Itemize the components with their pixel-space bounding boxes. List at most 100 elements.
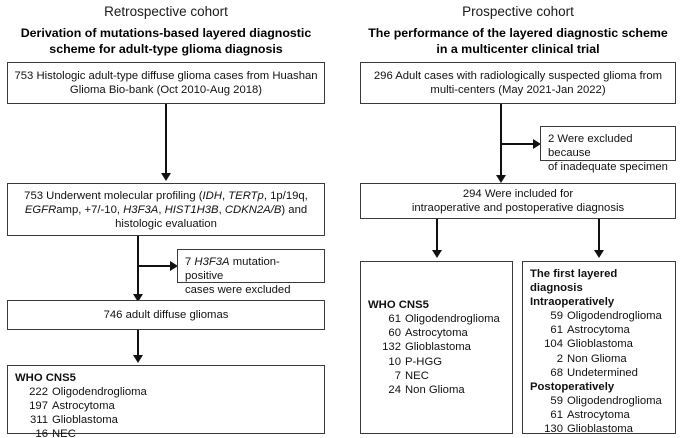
left-remaining-text: 746 adult diffuse gliomas: [103, 309, 229, 321]
left-profiling-line2: EGFRamp, +7/-10, H3F3A, HIST1H3B, CDKN2A…: [8, 203, 324, 217]
left-scheme-title-line2: scheme for adult-type glioma diagnosis: [49, 41, 283, 56]
right-source-line1: 296 Adult cases with radiologically susp…: [373, 70, 663, 82]
left-excluded-line1: 7 H3F3A mutation-positive: [185, 255, 317, 283]
row-count: 2: [556, 352, 563, 365]
right-connector-branch-to-excluded: [500, 143, 535, 145]
row-label: P-HGG: [405, 355, 443, 368]
left-profiling-box: 753 Underwent molecular profiling (IDH, …: [7, 183, 325, 236]
left-remaining-box: 746 adult diffuse gliomas: [7, 300, 325, 330]
row-count: 130: [544, 423, 563, 436]
list-item: 59 Oligodendroglioma: [530, 394, 668, 408]
gene-egfr: EGFR: [24, 203, 57, 216]
row-count: 61: [550, 324, 563, 337]
right-excluded-box: 2 Were excluded because of inadequate sp…: [540, 126, 676, 173]
left-scheme-title: Derivation of mutations-based layered di…: [7, 26, 325, 57]
list-item: 130 Glioblastoma: [530, 422, 668, 436]
left-excluded-text: mutation-positive: [185, 256, 280, 282]
list-item: 61 Astrocytoma: [530, 323, 668, 337]
row-count: 59: [550, 310, 563, 323]
left-connector-remaining-to-outcome: [137, 330, 139, 357]
right-layered-header: The first layered diagnosis: [530, 268, 618, 295]
left-cohort-label: Retrospective cohort: [104, 4, 228, 19]
right-scheme-title-line2: in a multicenter clinical trial: [436, 41, 600, 56]
right-included-box: 294 Were included for intraoperative and…: [360, 183, 676, 219]
right-scheme-title-line1: The performance of the layered diagnosti…: [368, 26, 668, 40]
left-source-line1: 753 Histologic adult-type diffuse glioma…: [14, 70, 318, 82]
row-count: 61: [550, 408, 563, 421]
row-label: Glioblastoma: [567, 338, 633, 351]
row-count: 60: [388, 327, 401, 340]
row-count: 10: [388, 355, 401, 368]
right-excluded-line1: 2 Were excluded because: [548, 133, 633, 159]
right-post-header: Postoperatively: [530, 380, 615, 393]
left-outcome-header: WHO CNS5: [15, 372, 76, 384]
row-count: 104: [544, 338, 563, 351]
right-connector-to-layered: [598, 219, 600, 252]
right-included-line2: intraoperative and postoperative diagnos…: [411, 202, 625, 214]
right-included-line1: 294 Were included for: [462, 188, 574, 200]
right-arrow-to-excluded: [533, 138, 541, 149]
left-profiling-text-c: amp, +7/-10,: [56, 203, 124, 216]
list-item: 61 Astrocytoma: [530, 408, 668, 422]
row-count: 59: [550, 394, 563, 407]
gene-h3f3a: H3F3A: [123, 203, 159, 216]
right-excluded-line2: of inadequate specimen: [548, 161, 668, 173]
left-source-line2: Glioma Bio-bank (Oct 2010-Aug 2018): [69, 84, 263, 96]
list-item: 104 Glioblastoma: [530, 337, 668, 351]
row-label: Undetermined: [567, 366, 638, 379]
list-item: 10 P-HGG: [368, 355, 500, 369]
left-profiling-line1: 753 Underwent molecular profiling (IDH, …: [8, 189, 324, 203]
left-profiling-text-d: ) and: [281, 203, 308, 216]
left-source-box: 753 Histologic adult-type diffuse glioma…: [7, 62, 325, 104]
left-profiling-text-a: 753 Underwent molecular profiling (: [24, 189, 203, 202]
row-label: NEC: [405, 369, 429, 382]
row-count: 197: [29, 400, 48, 413]
right-intra-header: Intraoperatively: [530, 296, 615, 309]
left-arrow-to-excluded: [170, 260, 178, 271]
right-arrow-to-who: [431, 250, 442, 258]
left-scheme-title-line1: Derivation of mutations-based layered di…: [20, 26, 312, 40]
right-arrow-to-included: [495, 175, 506, 183]
right-layered-list: The first layered diagnosis Intraoperati…: [530, 267, 668, 438]
row-count: 132: [382, 341, 401, 354]
row-label: Non Glioma: [567, 352, 627, 365]
sep-3: ,: [218, 203, 225, 216]
row-label: NEC: [52, 428, 76, 438]
row-count: 222: [29, 386, 48, 399]
gene-cdkn2ab: CDKN2A/B: [224, 203, 282, 216]
left-profiling-line3: histologic evaluation: [115, 217, 217, 230]
row-count: 61: [388, 313, 401, 326]
list-item: 68 Undetermined: [530, 366, 668, 380]
gene-tertp: TERTp: [228, 189, 264, 202]
left-excluded-count: 7: [185, 256, 195, 268]
row-label: Oligodendroglioma: [567, 394, 662, 407]
right-connector-to-who: [436, 219, 438, 252]
left-connector-branch-to-excluded: [137, 265, 172, 267]
left-profiling-text-b: , 1p/19q,: [263, 189, 308, 202]
row-label: Astrocytoma: [567, 324, 630, 337]
sep-2: ,: [158, 203, 165, 216]
row-label: Glioblastoma: [52, 414, 118, 427]
row-label: Glioblastoma: [567, 423, 633, 436]
row-count: 68: [550, 366, 563, 379]
right-source-box: 296 Adult cases with radiologically susp…: [360, 62, 676, 104]
right-scheme-title: The performance of the layered diagnosti…: [357, 26, 679, 57]
row-label: Astrocytoma: [567, 408, 630, 421]
right-arrow-to-layered: [593, 250, 604, 258]
gene-hist1h3b: HIST1H3B: [164, 203, 219, 216]
sep-1: ,: [221, 189, 229, 202]
right-connector-source-down: [500, 104, 502, 179]
